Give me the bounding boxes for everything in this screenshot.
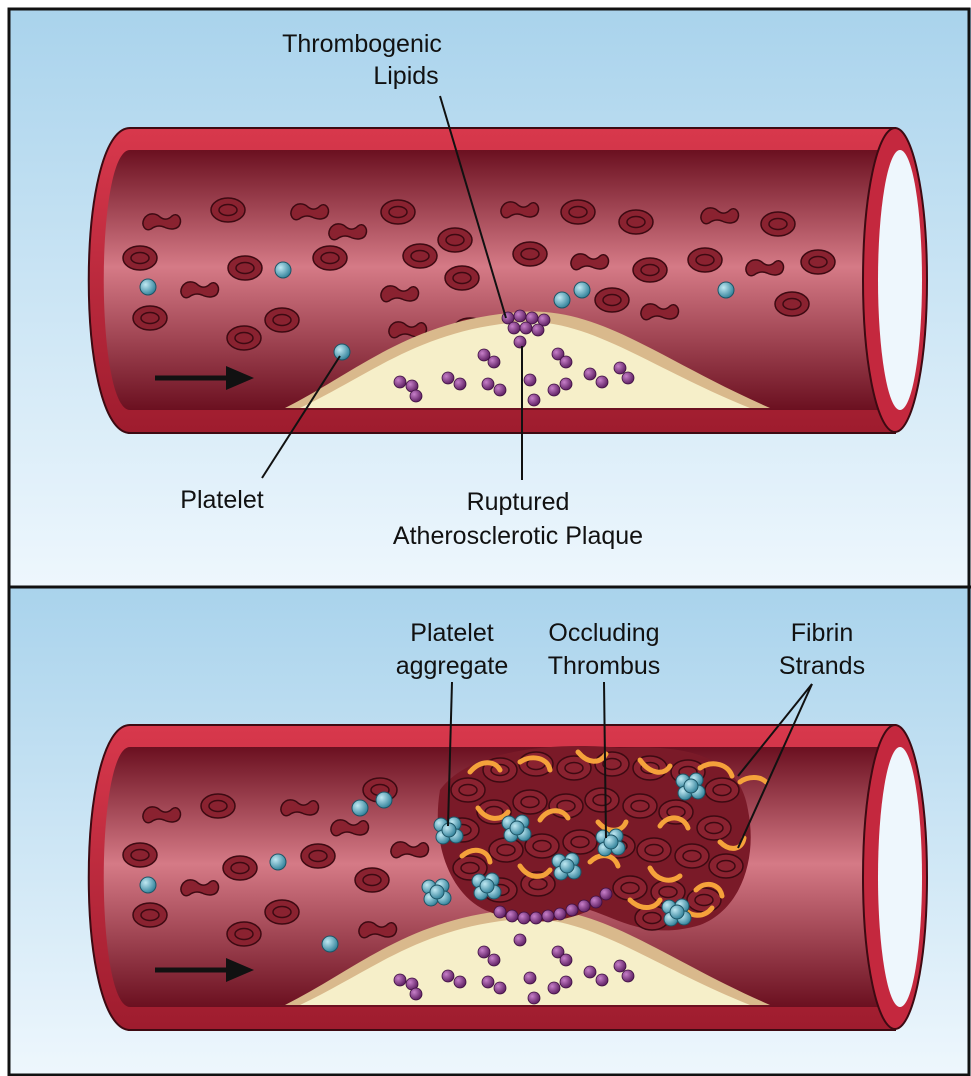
occluding-thrombus-label-line1: Occluding (548, 619, 659, 647)
platelet-aggregate-label-line2: aggregate (396, 652, 509, 680)
platelet-label: Platelet (180, 486, 263, 514)
fibrin-strands-label-line1: Fibrin (791, 619, 854, 647)
thrombogenic-lipids-label-line1: Thrombogenic (282, 30, 442, 58)
thrombogenic-lipids-label-line2: Lipids (373, 62, 438, 90)
fibrin-strands-label-line2: Strands (779, 652, 865, 680)
occluding-thrombus-label-line2: Thrombus (548, 652, 661, 680)
bottom-vessel-opening-inner (878, 747, 922, 1007)
ruptured-plaque-label-line1: Ruptured (467, 488, 570, 516)
platelet-aggregate-label-line1: Platelet (410, 619, 493, 647)
ruptured-plaque-label-line2: Atherosclerotic Plaque (393, 522, 643, 550)
top-vessel-opening-inner (878, 150, 922, 410)
